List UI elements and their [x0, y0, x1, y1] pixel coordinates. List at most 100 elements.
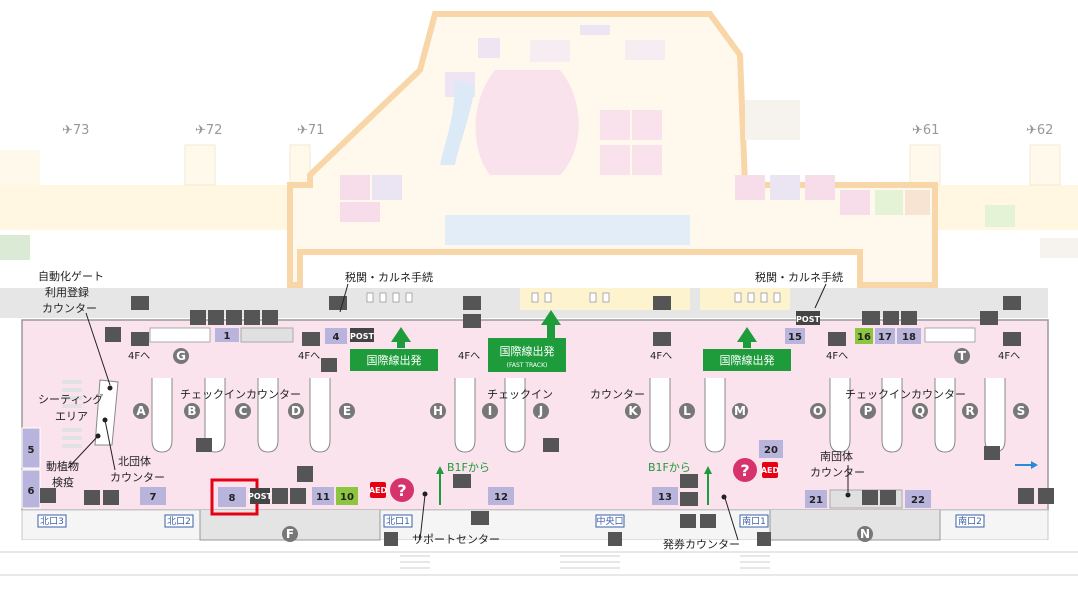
- gate-71: ✈71: [297, 123, 324, 138]
- checkin-label-right: チェックインカウンター: [845, 388, 966, 401]
- area-f[interactable]: F: [286, 527, 294, 541]
- area-t[interactable]: T: [958, 349, 967, 363]
- counter-12[interactable]: 12: [494, 492, 508, 503]
- gate-61: ✈61: [912, 123, 939, 138]
- departure-sign-2[interactable]: 国際線出発 (FAST TRACK): [488, 310, 566, 372]
- svg-text:(FAST TRACK): (FAST TRACK): [507, 362, 548, 369]
- checkin-label-mid2: カウンター: [590, 388, 645, 401]
- svg-text:?: ?: [740, 461, 749, 480]
- island-j[interactable]: J: [538, 404, 543, 418]
- security-lanes: [366, 292, 781, 303]
- island-m[interactable]: M: [734, 404, 746, 418]
- from-b1f-left: B1Fから: [447, 461, 490, 474]
- counter-5[interactable]: 5: [28, 445, 35, 456]
- island-k[interactable]: K: [628, 404, 638, 418]
- plant-quarantine-label-1: 動植物: [46, 459, 79, 473]
- seating-label-1: シーティング: [38, 392, 103, 406]
- area-letters[interactable]: G T F N: [173, 348, 970, 542]
- exit-south-1[interactable]: 南口1: [742, 515, 766, 527]
- island-h[interactable]: H: [433, 404, 443, 418]
- gate-72: ✈72: [195, 123, 222, 138]
- customs-label-right: 税関・カルネ手続: [755, 270, 843, 284]
- counter-21[interactable]: 21: [809, 495, 823, 506]
- departure-sign-3[interactable]: 国際線出発: [703, 327, 791, 371]
- island-b[interactable]: B: [187, 404, 196, 418]
- north-group-label-2: カウンター: [110, 471, 165, 484]
- counter-10[interactable]: 10: [340, 492, 354, 503]
- counter-4[interactable]: 4: [333, 332, 340, 343]
- to-4f-label-1: 4Fへ: [128, 351, 150, 362]
- gate-labels: ✈73 ✈72 ✈71 ✈61 ✈62: [62, 123, 1053, 138]
- aed-icon-right: [762, 462, 778, 478]
- post-icon-bottom: POST: [248, 492, 272, 501]
- to-4f-label-5: 4Fへ: [826, 351, 848, 362]
- support-center-label: サポートセンター: [412, 533, 500, 546]
- exit-labels[interactable]: 北口3 北口2 北口1 中央口 南口1 南口2: [37, 514, 985, 528]
- checkin-label-left: チェックインカウンター: [180, 388, 301, 401]
- counter-18[interactable]: 18: [902, 332, 916, 343]
- upper-terminal-structure: [0, 11, 1078, 288]
- auto-gate-label-3: カウンター: [42, 302, 97, 315]
- seating-label-2: エリア: [55, 410, 88, 423]
- island-r[interactable]: R: [965, 404, 974, 418]
- auto-gate-label-1: 自動化ゲート: [38, 269, 104, 283]
- counter-1[interactable]: 1: [224, 331, 231, 342]
- island-s[interactable]: S: [1017, 404, 1026, 418]
- counter-11[interactable]: 11: [316, 492, 330, 503]
- svg-text:国際線出発: 国際線出発: [367, 353, 422, 367]
- south-group-label-2: カウンター: [810, 466, 865, 479]
- island-i[interactable]: I: [488, 404, 492, 418]
- to-4f-label-6: 4Fへ: [998, 351, 1020, 362]
- island-a[interactable]: A: [136, 404, 146, 418]
- to-4f-label-3: 4Fへ: [458, 351, 480, 362]
- counter-8[interactable]: 8: [229, 493, 236, 504]
- area-g[interactable]: G: [176, 349, 186, 363]
- info-icon-right[interactable]: [733, 458, 757, 482]
- info-icon-left[interactable]: [390, 478, 414, 502]
- aed-icon-left: [370, 482, 386, 498]
- exit-south-2[interactable]: 南口2: [958, 515, 982, 527]
- escalator-icons: [131, 296, 1021, 346]
- exit-north-3[interactable]: 北口3: [40, 516, 64, 527]
- checkin-label-mid1: チェックイン: [487, 388, 553, 401]
- seating-area-grid: [62, 380, 82, 448]
- island-e[interactable]: E: [343, 404, 351, 418]
- island-d[interactable]: D: [291, 404, 301, 418]
- counter-16[interactable]: 16: [857, 332, 871, 343]
- from-b1f-right: B1Fから: [648, 461, 691, 474]
- departure-sign-1[interactable]: 国際線出発: [350, 327, 438, 371]
- island-p[interactable]: P: [864, 404, 873, 418]
- exit-north-1[interactable]: 北口1: [386, 516, 410, 527]
- island-q[interactable]: Q: [915, 404, 925, 418]
- svg-text:AED: AED: [761, 466, 780, 475]
- counter-7[interactable]: 7: [150, 492, 157, 503]
- island-l[interactable]: L: [683, 404, 691, 418]
- counter-6[interactable]: 6: [28, 486, 35, 497]
- post-icon-right: POST: [796, 315, 820, 324]
- plant-quarantine-label-2: 検疫: [52, 475, 74, 489]
- counter-17[interactable]: 17: [878, 332, 892, 343]
- counter-22[interactable]: 22: [911, 495, 925, 506]
- to-4f-label-4: 4Fへ: [650, 351, 672, 362]
- svg-text:AED: AED: [369, 486, 388, 495]
- service-icons: [40, 310, 1054, 546]
- exit-central[interactable]: 中央口: [596, 515, 623, 527]
- area-n[interactable]: N: [860, 527, 870, 541]
- counter-20[interactable]: 20: [764, 445, 778, 456]
- svg-text:国際線出発: 国際線出発: [500, 344, 555, 358]
- counter-15[interactable]: 15: [788, 332, 802, 343]
- gate-62: ✈62: [1026, 123, 1053, 138]
- ticket-counter-label: 発券カウンター: [663, 537, 740, 551]
- island-letters[interactable]: A B C D E H I J K L M O P Q R S: [133, 403, 1029, 419]
- checkin-islands: [151, 378, 1006, 453]
- south-group-label-1: 南団体: [820, 449, 853, 463]
- to-4f-label-2: 4Fへ: [298, 351, 320, 362]
- svg-text:国際線出発: 国際線出発: [720, 353, 775, 367]
- exit-north-2[interactable]: 北口2: [167, 516, 191, 527]
- island-c[interactable]: C: [239, 404, 248, 418]
- auto-gate-label-2: 利用登録: [45, 285, 89, 299]
- island-o[interactable]: O: [813, 404, 823, 418]
- north-group-label-1: 北団体: [118, 454, 151, 468]
- counter-13[interactable]: 13: [658, 492, 672, 503]
